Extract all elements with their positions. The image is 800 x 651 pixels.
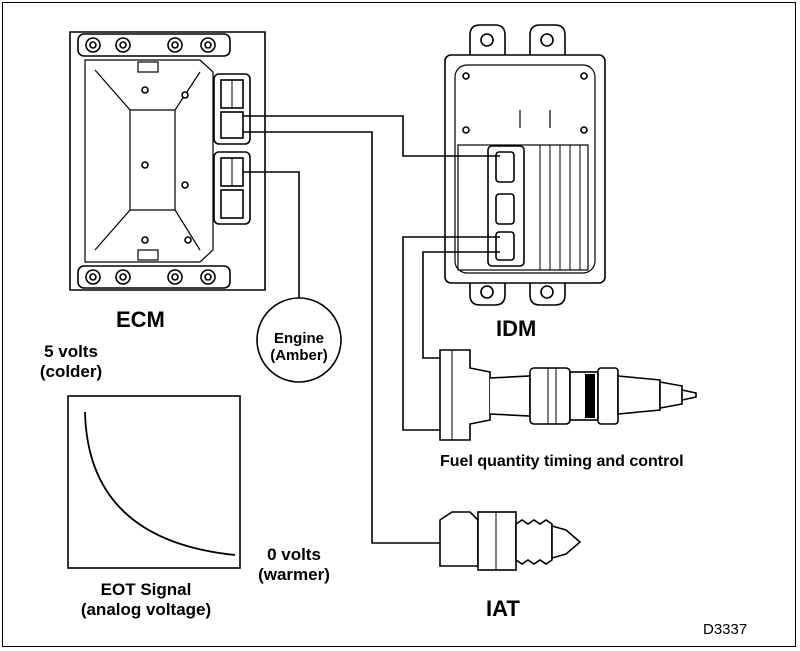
- ecm-module: [69, 31, 266, 291]
- wiring: [243, 115, 500, 544]
- zero-volts-line2: (warmer): [258, 564, 330, 584]
- engine-label-line2: (Amber): [270, 347, 328, 365]
- fuel-quantity-label: Fuel quantity timing and control: [440, 453, 684, 470]
- wire-idm-injector-a: [402, 236, 500, 431]
- fuel-injector: [439, 349, 697, 441]
- figure-id-label: D3337: [703, 621, 748, 638]
- eot-signal-curve: [84, 411, 236, 556]
- engine-label-line1: Engine: [273, 330, 324, 347]
- five-volts-line1: 5 volts: [44, 342, 98, 361]
- engine-label: Engine (Amber): [262, 330, 336, 365]
- five-volts-label: 5 volts (colder): [25, 342, 117, 381]
- wire-idm-injector-b: [422, 251, 500, 359]
- eot-graph: [67, 395, 241, 569]
- iat-label: IAT: [486, 596, 520, 621]
- eot-signal-label: EOT Signal (analog voltage): [54, 580, 238, 619]
- zero-volts-label: 0 volts (warmer): [246, 545, 342, 584]
- iat-sensor: [439, 511, 582, 571]
- five-volts-line2: (colder): [39, 361, 103, 381]
- wire-ecm-idm-upper: [243, 115, 500, 157]
- eot-sensor-circle: [256, 297, 342, 383]
- wire-ecm-eot: [243, 171, 300, 308]
- ecm-label: ECM: [116, 307, 165, 332]
- eot-signal-line2: (analog voltage): [80, 599, 212, 619]
- zero-volts-line1: 0 volts: [267, 545, 321, 564]
- idm-label: IDM: [496, 316, 537, 341]
- eot-signal-line1: EOT Signal: [100, 580, 192, 599]
- wire-ecm-iat: [243, 131, 440, 544]
- idm-module: [444, 24, 606, 306]
